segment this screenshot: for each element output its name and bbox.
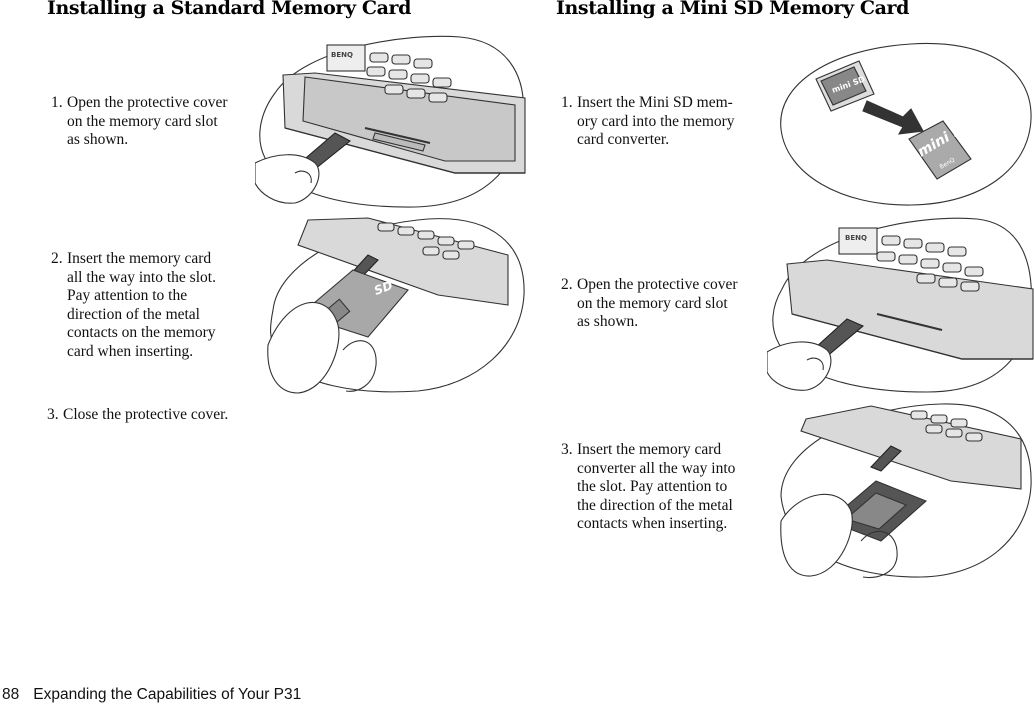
right-heading: Installing a Mini SD Memory Card	[556, 0, 909, 19]
left-step-3: 3. Close the protective cover.	[47, 406, 267, 425]
step-text: Insert the Mini SD mem- ory card into th…	[577, 94, 735, 149]
illustration-insert-card: SD	[258, 215, 530, 397]
left-step-2: 2. Insert the memory card all the way in…	[51, 250, 261, 362]
step-text: Insert the memory card all the way into …	[67, 250, 216, 360]
illustration-open-cover: BENQ	[255, 33, 527, 209]
step-number: 2.	[561, 276, 573, 293]
illustration-open-cover-2: BENQ	[767, 214, 1034, 394]
illustration-minisd-converter: mini SD mini SD BenQ	[771, 39, 1034, 207]
right-step-1: 1. Insert the Mini SD mem- ory card into…	[561, 94, 771, 150]
step-number: 1.	[561, 94, 573, 111]
sd-card-mark: SD	[372, 278, 394, 298]
step-number: 1.	[51, 94, 63, 111]
step-text: Open the protective cover on the memory …	[577, 276, 738, 331]
step-text: Open the protective cover on the memory …	[67, 94, 228, 149]
step-text: Close the protective cover.	[63, 406, 229, 423]
step-number: 2.	[51, 250, 63, 267]
left-heading: Installing a Standard Memory Card	[47, 0, 411, 19]
footer-title: Expanding the Capabilities of Your P31	[33, 686, 302, 703]
illustration-insert-converter	[771, 401, 1034, 579]
step-text: Insert the memory card converter all the…	[577, 441, 736, 533]
right-step-2: 2. Open the protective cover on the memo…	[561, 276, 771, 332]
phone-brand-label: BENQ	[845, 234, 867, 242]
phone-brand-label: BENQ	[331, 51, 353, 59]
left-step-1: 1. Open the protective cover on the memo…	[51, 94, 261, 150]
step-number: 3.	[47, 406, 59, 423]
right-step-3: 3. Insert the memory card converter all …	[561, 441, 771, 534]
page-number: 88	[2, 686, 20, 703]
page-footer: 88 Expanding the Capabilities of Your P31	[2, 686, 301, 704]
step-number: 3.	[561, 441, 573, 458]
